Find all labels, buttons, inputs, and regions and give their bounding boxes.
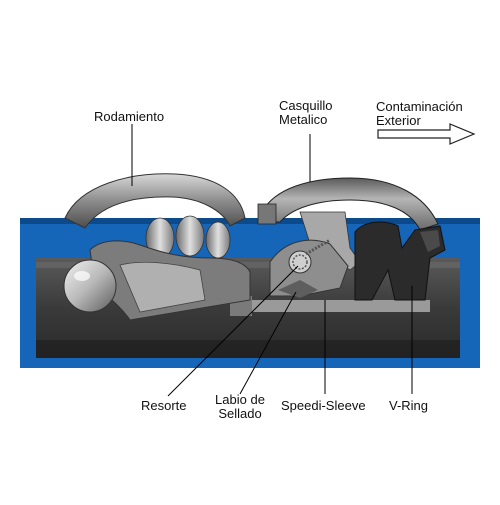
label-v-ring: V-Ring <box>389 398 429 413</box>
housing-inner-shadow <box>20 218 480 224</box>
bearing-cage <box>119 261 206 313</box>
shaft-highlight <box>36 262 460 268</box>
label-bearing: Rodamiento <box>94 109 165 124</box>
seal-lip <box>278 280 318 298</box>
label-seal-lip-line1: Labio de <box>215 392 265 407</box>
shaft-lower-edge <box>36 340 460 358</box>
label-metal-cup: Casquillo Metalico <box>279 99 332 127</box>
v-ring-highlight <box>420 230 440 252</box>
label-contamination: Contaminación Exterior <box>376 100 463 128</box>
bearing-roller <box>205 221 231 259</box>
label-seal-lip-line2: Sellado <box>218 406 262 421</box>
bearing-ball-highlight <box>74 271 90 281</box>
leader-spring <box>167 265 299 397</box>
v-ring-shape <box>354 221 446 301</box>
label-contamination-line1: Contaminación <box>376 99 463 114</box>
metal-cup <box>261 177 439 231</box>
label-metal-cup-line2: Metalico <box>279 112 328 127</box>
metal-cup-lip <box>257 203 277 225</box>
leader-lines <box>131 124 413 397</box>
bearing-roller <box>175 215 205 257</box>
label-spring: Resorte <box>141 398 187 413</box>
leader-seal-lip <box>239 291 297 395</box>
right-arrow-icon <box>377 123 476 145</box>
label-contamination-line2: Exterior <box>376 113 421 128</box>
label-seal-lip: Labio de Sellado <box>210 393 270 421</box>
bearing-outer-ring <box>64 173 246 229</box>
bearing-ball <box>63 259 117 313</box>
label-speedi-sleeve: Speedi-Sleeve <box>281 398 366 413</box>
label-metal-cup-line1: Casquillo <box>279 98 333 113</box>
speedi-sleeve-shape <box>250 300 430 312</box>
garter-spring <box>288 238 331 274</box>
